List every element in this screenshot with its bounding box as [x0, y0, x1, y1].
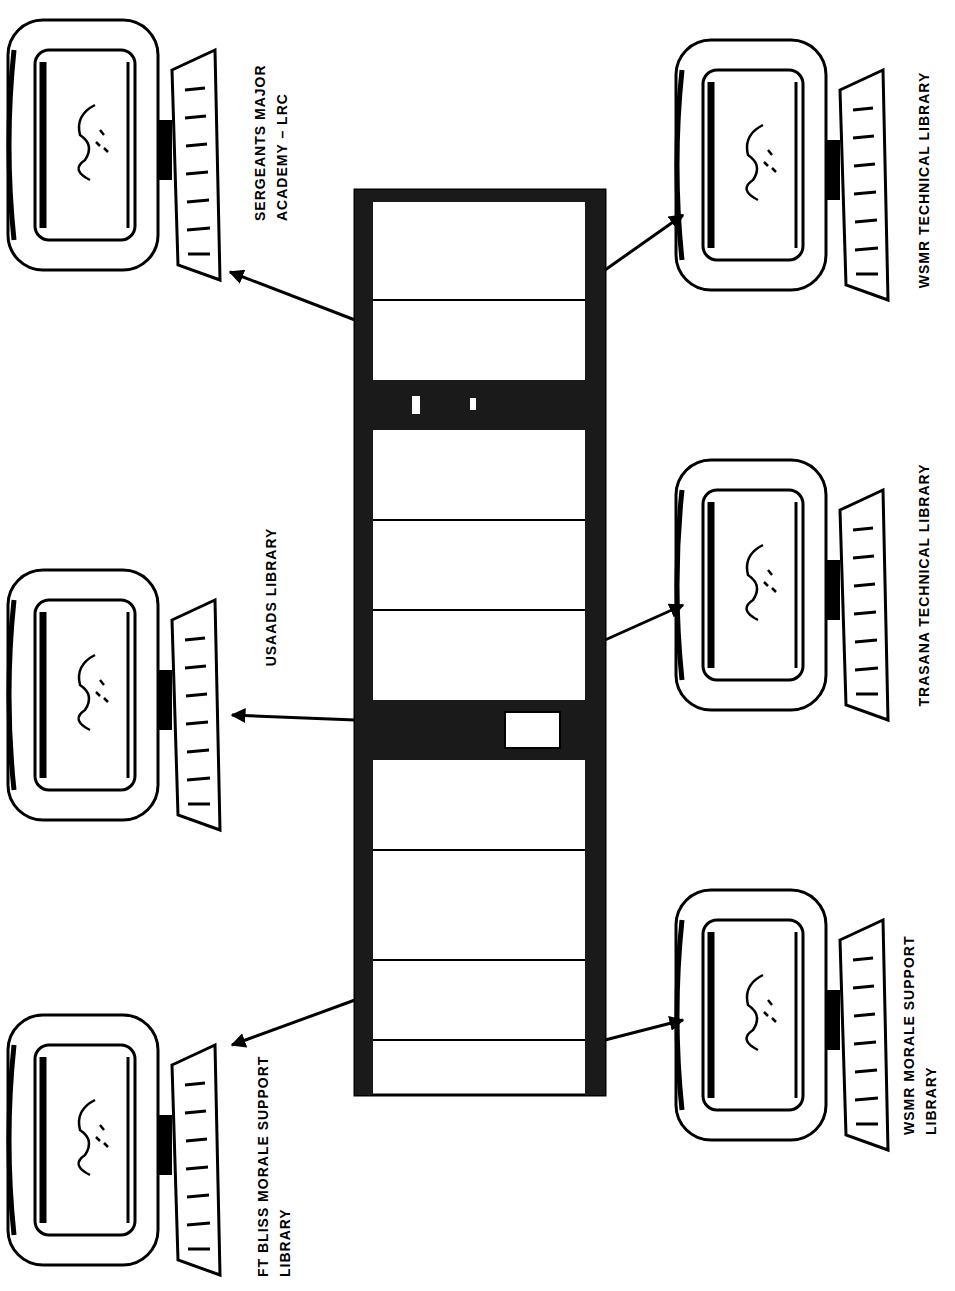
link-arrow: [230, 215, 683, 1045]
library-name: WSMR TECHNICAL LIBRARY: [914, 72, 936, 288]
library-name: SERGEANTS MAJOR ACADEMY – LRC: [250, 31, 293, 221]
library-name: USAADS LIBRARY: [261, 528, 283, 667]
terminal-label: WSMR TECHNICAL LIBRARY: [914, 72, 936, 288]
library-name: TRASANA TECHNICAL LIBRARY: [914, 463, 936, 706]
terminal-symbol: [8, 20, 888, 1275]
terminal-label: SERGEANTS MAJOR ACADEMY – LRC: [250, 31, 293, 221]
library-name: WSMR MORALE SUPPORT LIBRARY: [899, 895, 942, 1135]
mainframe-cabinet: [355, 190, 605, 1095]
terminal-label: FT BLISS MORALE SUPPORT LIBRARY: [253, 1037, 296, 1277]
library-name: FT BLISS MORALE SUPPORT LIBRARY: [253, 1037, 296, 1277]
terminal-label: WSMR MORALE SUPPORT LIBRARY: [899, 895, 942, 1135]
terminal-label: USAADS LIBRARY: [261, 528, 283, 667]
terminal-label: TRASANA TECHNICAL LIBRARY: [914, 463, 936, 706]
